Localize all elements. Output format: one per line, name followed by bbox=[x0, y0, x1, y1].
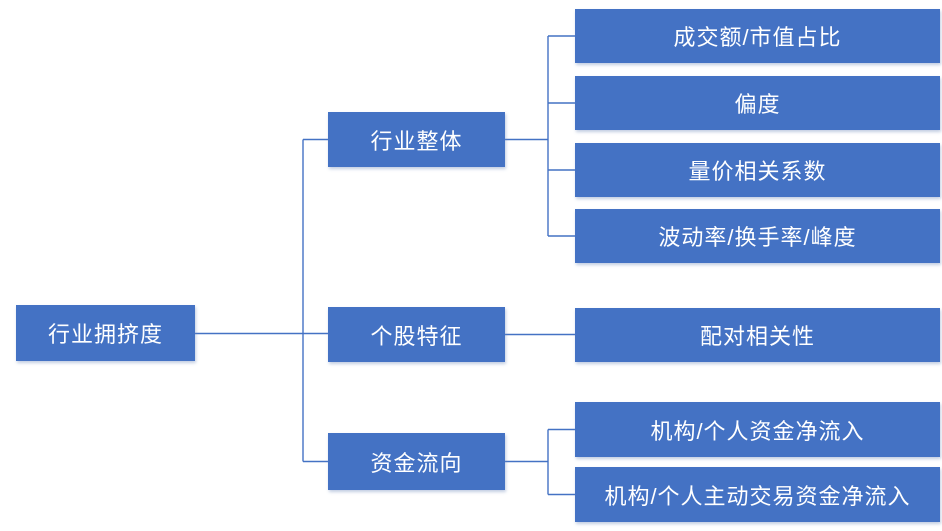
node-leaf-net-capital-inflow: 机构/个人资金净流入 bbox=[575, 402, 940, 457]
node-leaf-label: 成交额/市值占比 bbox=[673, 25, 842, 50]
node-branch-label: 资金流向 bbox=[370, 450, 463, 476]
node-leaf-volume-price-correlation: 量价相关系数 bbox=[575, 143, 940, 197]
node-leaf-pairwise-correlation: 配对相关性 bbox=[575, 308, 940, 362]
node-leaf-active-trade-net-inflow: 机构/个人主动交易资金净流入 bbox=[575, 467, 940, 522]
node-root-label: 行业拥挤度 bbox=[47, 322, 163, 347]
node-leaf-skewness: 偏度 bbox=[575, 76, 940, 130]
node-leaf-label: 配对相关性 bbox=[699, 324, 815, 349]
node-branch-capital-flow: 资金流向 bbox=[328, 433, 505, 490]
node-leaf-label: 机构/个人资金净流入 bbox=[650, 418, 865, 444]
node-leaf-label: 波动率/换手率/峰度 bbox=[658, 225, 857, 250]
node-branch-industry-overall: 行业整体 bbox=[328, 112, 505, 167]
node-branch-stock-characteristics: 个股特征 bbox=[328, 307, 505, 362]
node-leaf-turnover-marketcap-ratio: 成交额/市值占比 bbox=[575, 9, 940, 63]
node-leaf-label: 偏度 bbox=[734, 92, 781, 117]
node-leaf-label: 机构/个人主动交易资金净流入 bbox=[604, 483, 911, 509]
node-leaf-label: 量价相关系数 bbox=[688, 159, 827, 184]
node-branch-label: 个股特征 bbox=[370, 323, 463, 349]
node-leaf-volatility-turnover-kurtosis: 波动率/换手率/峰度 bbox=[575, 209, 940, 263]
node-branch-label: 行业整体 bbox=[370, 128, 463, 154]
node-root: 行业拥挤度 bbox=[16, 305, 195, 361]
